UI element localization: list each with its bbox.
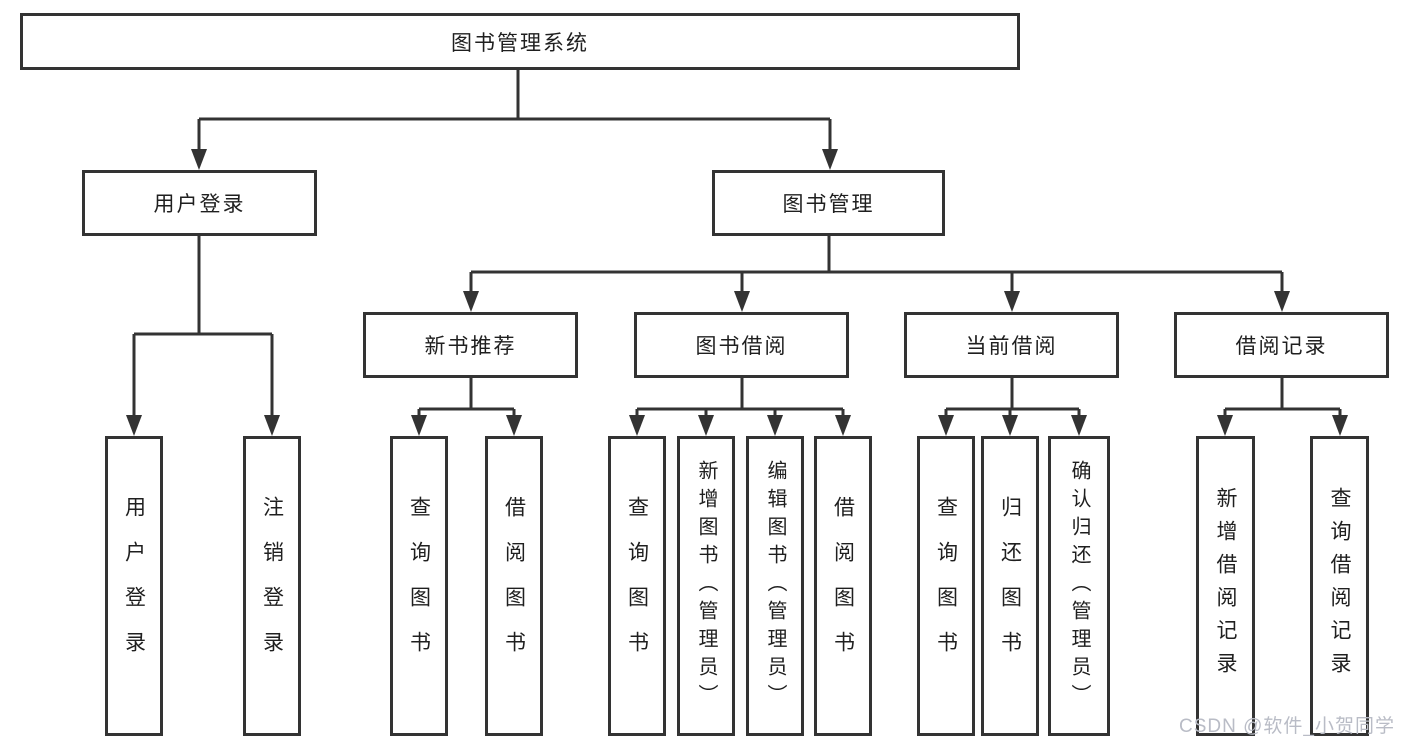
- leaf-label: 借阅图书: [831, 496, 855, 676]
- leaf-label: 查询图书: [407, 496, 431, 676]
- arrowhead: [1071, 415, 1087, 436]
- leaf-label: 新增借阅记录: [1214, 487, 1237, 685]
- leaf-label: 借阅图书: [502, 496, 526, 676]
- arrowhead: [1332, 415, 1348, 436]
- connector-bookmgmt-to-level3: [463, 236, 1290, 312]
- arrowhead: [411, 415, 427, 436]
- leaf-query-books-2: 查询图书: [608, 436, 666, 736]
- arrowhead: [191, 149, 207, 170]
- leaf-user-login: 用户登录: [105, 436, 163, 736]
- leaf-borrow-books-2: 借阅图书: [814, 436, 872, 736]
- node-label: 借阅记录: [1235, 335, 1328, 358]
- arrowhead: [506, 415, 522, 436]
- node-current-borrowing: 当前借阅: [904, 312, 1119, 378]
- node-label: 用户登录: [153, 193, 246, 216]
- leaf-label: 注销登录: [260, 496, 284, 676]
- node-new-book-recommendation: 新书推荐: [363, 312, 578, 378]
- arrowhead: [629, 415, 645, 436]
- connector-borrowrecords-to-leaves: [1217, 378, 1348, 436]
- leaf-return-books: 归还图书: [981, 436, 1039, 736]
- arrowhead: [1274, 291, 1290, 312]
- arrowhead: [767, 415, 783, 436]
- arrowhead: [463, 291, 479, 312]
- leaf-add-book-admin: 新增图书（管理员）: [677, 436, 735, 736]
- leaf-logout: 注销登录: [243, 436, 301, 736]
- arrowhead: [938, 415, 954, 436]
- leaf-confirm-return-admin: 确认归还（管理员）: [1048, 436, 1110, 736]
- arrowhead: [1004, 291, 1020, 312]
- arrowhead: [734, 291, 750, 312]
- arrowhead: [1217, 415, 1233, 436]
- arrowhead: [822, 149, 838, 170]
- connector-bookborrow-to-leaves: [629, 378, 851, 436]
- connector-newbooks-to-leaves: [411, 378, 522, 436]
- leaf-edit-book-admin: 编辑图书（管理员）: [746, 436, 804, 736]
- node-label: 图书借阅: [695, 335, 788, 358]
- node-borrowing-records: 借阅记录: [1174, 312, 1389, 378]
- node-label: 当前借阅: [965, 335, 1058, 358]
- leaf-label: 用户登录: [122, 496, 146, 676]
- leaf-label: 新增图书（管理员）: [695, 460, 717, 712]
- arrowhead: [698, 415, 714, 436]
- leaf-label: 归还图书: [998, 496, 1022, 676]
- leaf-label: 确认归还（管理员）: [1068, 460, 1090, 712]
- leaf-query-books-1: 查询图书: [390, 436, 448, 736]
- leaf-label: 编辑图书（管理员）: [764, 460, 786, 712]
- node-label: 图书管理: [782, 193, 875, 216]
- leaf-add-borrow-record: 新增借阅记录: [1196, 436, 1255, 736]
- node-book-management: 图书管理: [712, 170, 945, 236]
- node-label: 图书管理系统: [451, 31, 589, 55]
- leaf-borrow-books-1: 借阅图书: [485, 436, 543, 736]
- leaf-label: 查询图书: [934, 496, 958, 676]
- arrowhead: [264, 415, 280, 436]
- connector-userlogin-to-leaves: [126, 236, 280, 436]
- node-book-borrowing: 图书借阅: [634, 312, 849, 378]
- leaf-query-borrow-record: 查询借阅记录: [1310, 436, 1369, 736]
- arrowhead: [126, 415, 142, 436]
- node-user-login: 用户登录: [82, 170, 317, 236]
- leaf-query-books-3: 查询图书: [917, 436, 975, 736]
- csdn-watermark: CSDN @软件_小贺同学: [1179, 716, 1395, 737]
- arrowhead: [835, 415, 851, 436]
- leaf-label: 查询借阅记录: [1328, 487, 1351, 685]
- arrowhead: [1002, 415, 1018, 436]
- leaf-label: 查询图书: [625, 496, 649, 676]
- node-library-management-system: 图书管理系统: [20, 13, 1020, 70]
- node-label: 新书推荐: [424, 335, 517, 358]
- connector-currentborrow-to-leaves: [938, 378, 1087, 436]
- connector-root-to-level2: [191, 70, 838, 170]
